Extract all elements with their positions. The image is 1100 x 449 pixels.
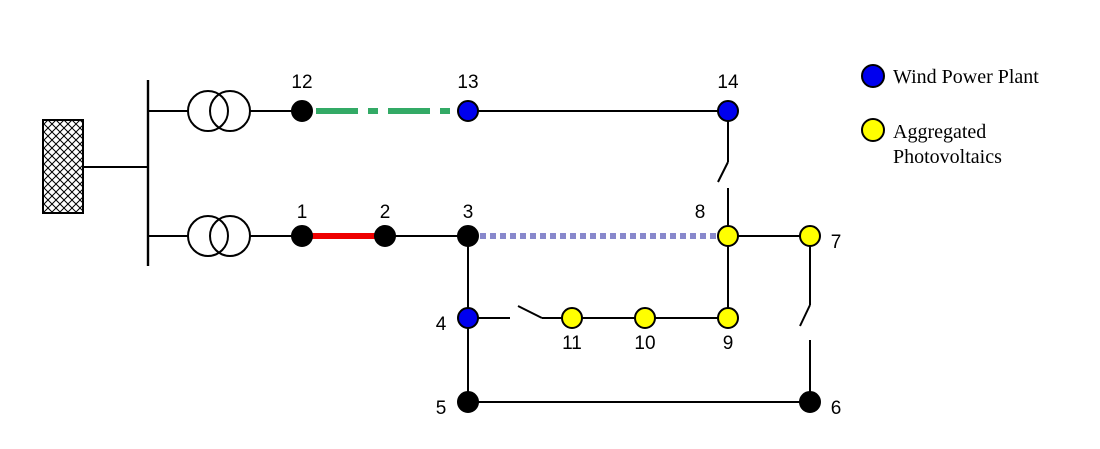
node-11-label: 11: [562, 333, 582, 354]
node-8: [717, 225, 739, 247]
switch-14-8: [717, 161, 729, 183]
switch-4-11: [517, 305, 543, 319]
node-4-label: 4: [436, 314, 447, 335]
node-12-label: 12: [291, 72, 312, 93]
legend-pv-label-line2: Photovoltaics: [893, 146, 1002, 168]
lower-transformer: [187, 215, 251, 257]
legend: Wind Power Plant Aggregated Photovoltaic…: [861, 64, 1039, 168]
node-14: [717, 100, 739, 122]
node-8-label: 8: [695, 202, 706, 223]
node-13: [457, 100, 479, 122]
node-6: [799, 391, 821, 413]
node-9: [717, 307, 739, 329]
legend-wind-label: Wind Power Plant: [893, 66, 1039, 88]
node-9-label: 9: [723, 333, 734, 354]
node-5-label: 5: [436, 398, 447, 419]
switch-7-6: [799, 304, 811, 327]
node-6-label: 6: [831, 398, 842, 419]
node-1: [291, 225, 313, 247]
external-grid-block: [42, 119, 84, 214]
node-7-label: 7: [831, 232, 842, 253]
legend-wind-marker: [861, 64, 885, 88]
node-2: [374, 225, 396, 247]
upper-transformer: [187, 90, 251, 132]
node-13-label: 13: [457, 72, 478, 93]
node-4: [457, 307, 479, 329]
node-5: [457, 391, 479, 413]
legend-pv-marker: [861, 118, 885, 142]
node-10-label: 10: [634, 333, 655, 354]
node-1-label: 1: [297, 202, 308, 223]
node-10: [634, 307, 656, 329]
node-12: [291, 100, 313, 122]
node-3: [457, 225, 479, 247]
node-7: [799, 225, 821, 247]
node-3-label: 3: [463, 202, 474, 223]
node-11: [561, 307, 583, 329]
node-14-label: 14: [717, 72, 739, 93]
legend-pv-label-line1: Aggregated: [893, 121, 986, 143]
node-2-label: 2: [380, 202, 391, 223]
